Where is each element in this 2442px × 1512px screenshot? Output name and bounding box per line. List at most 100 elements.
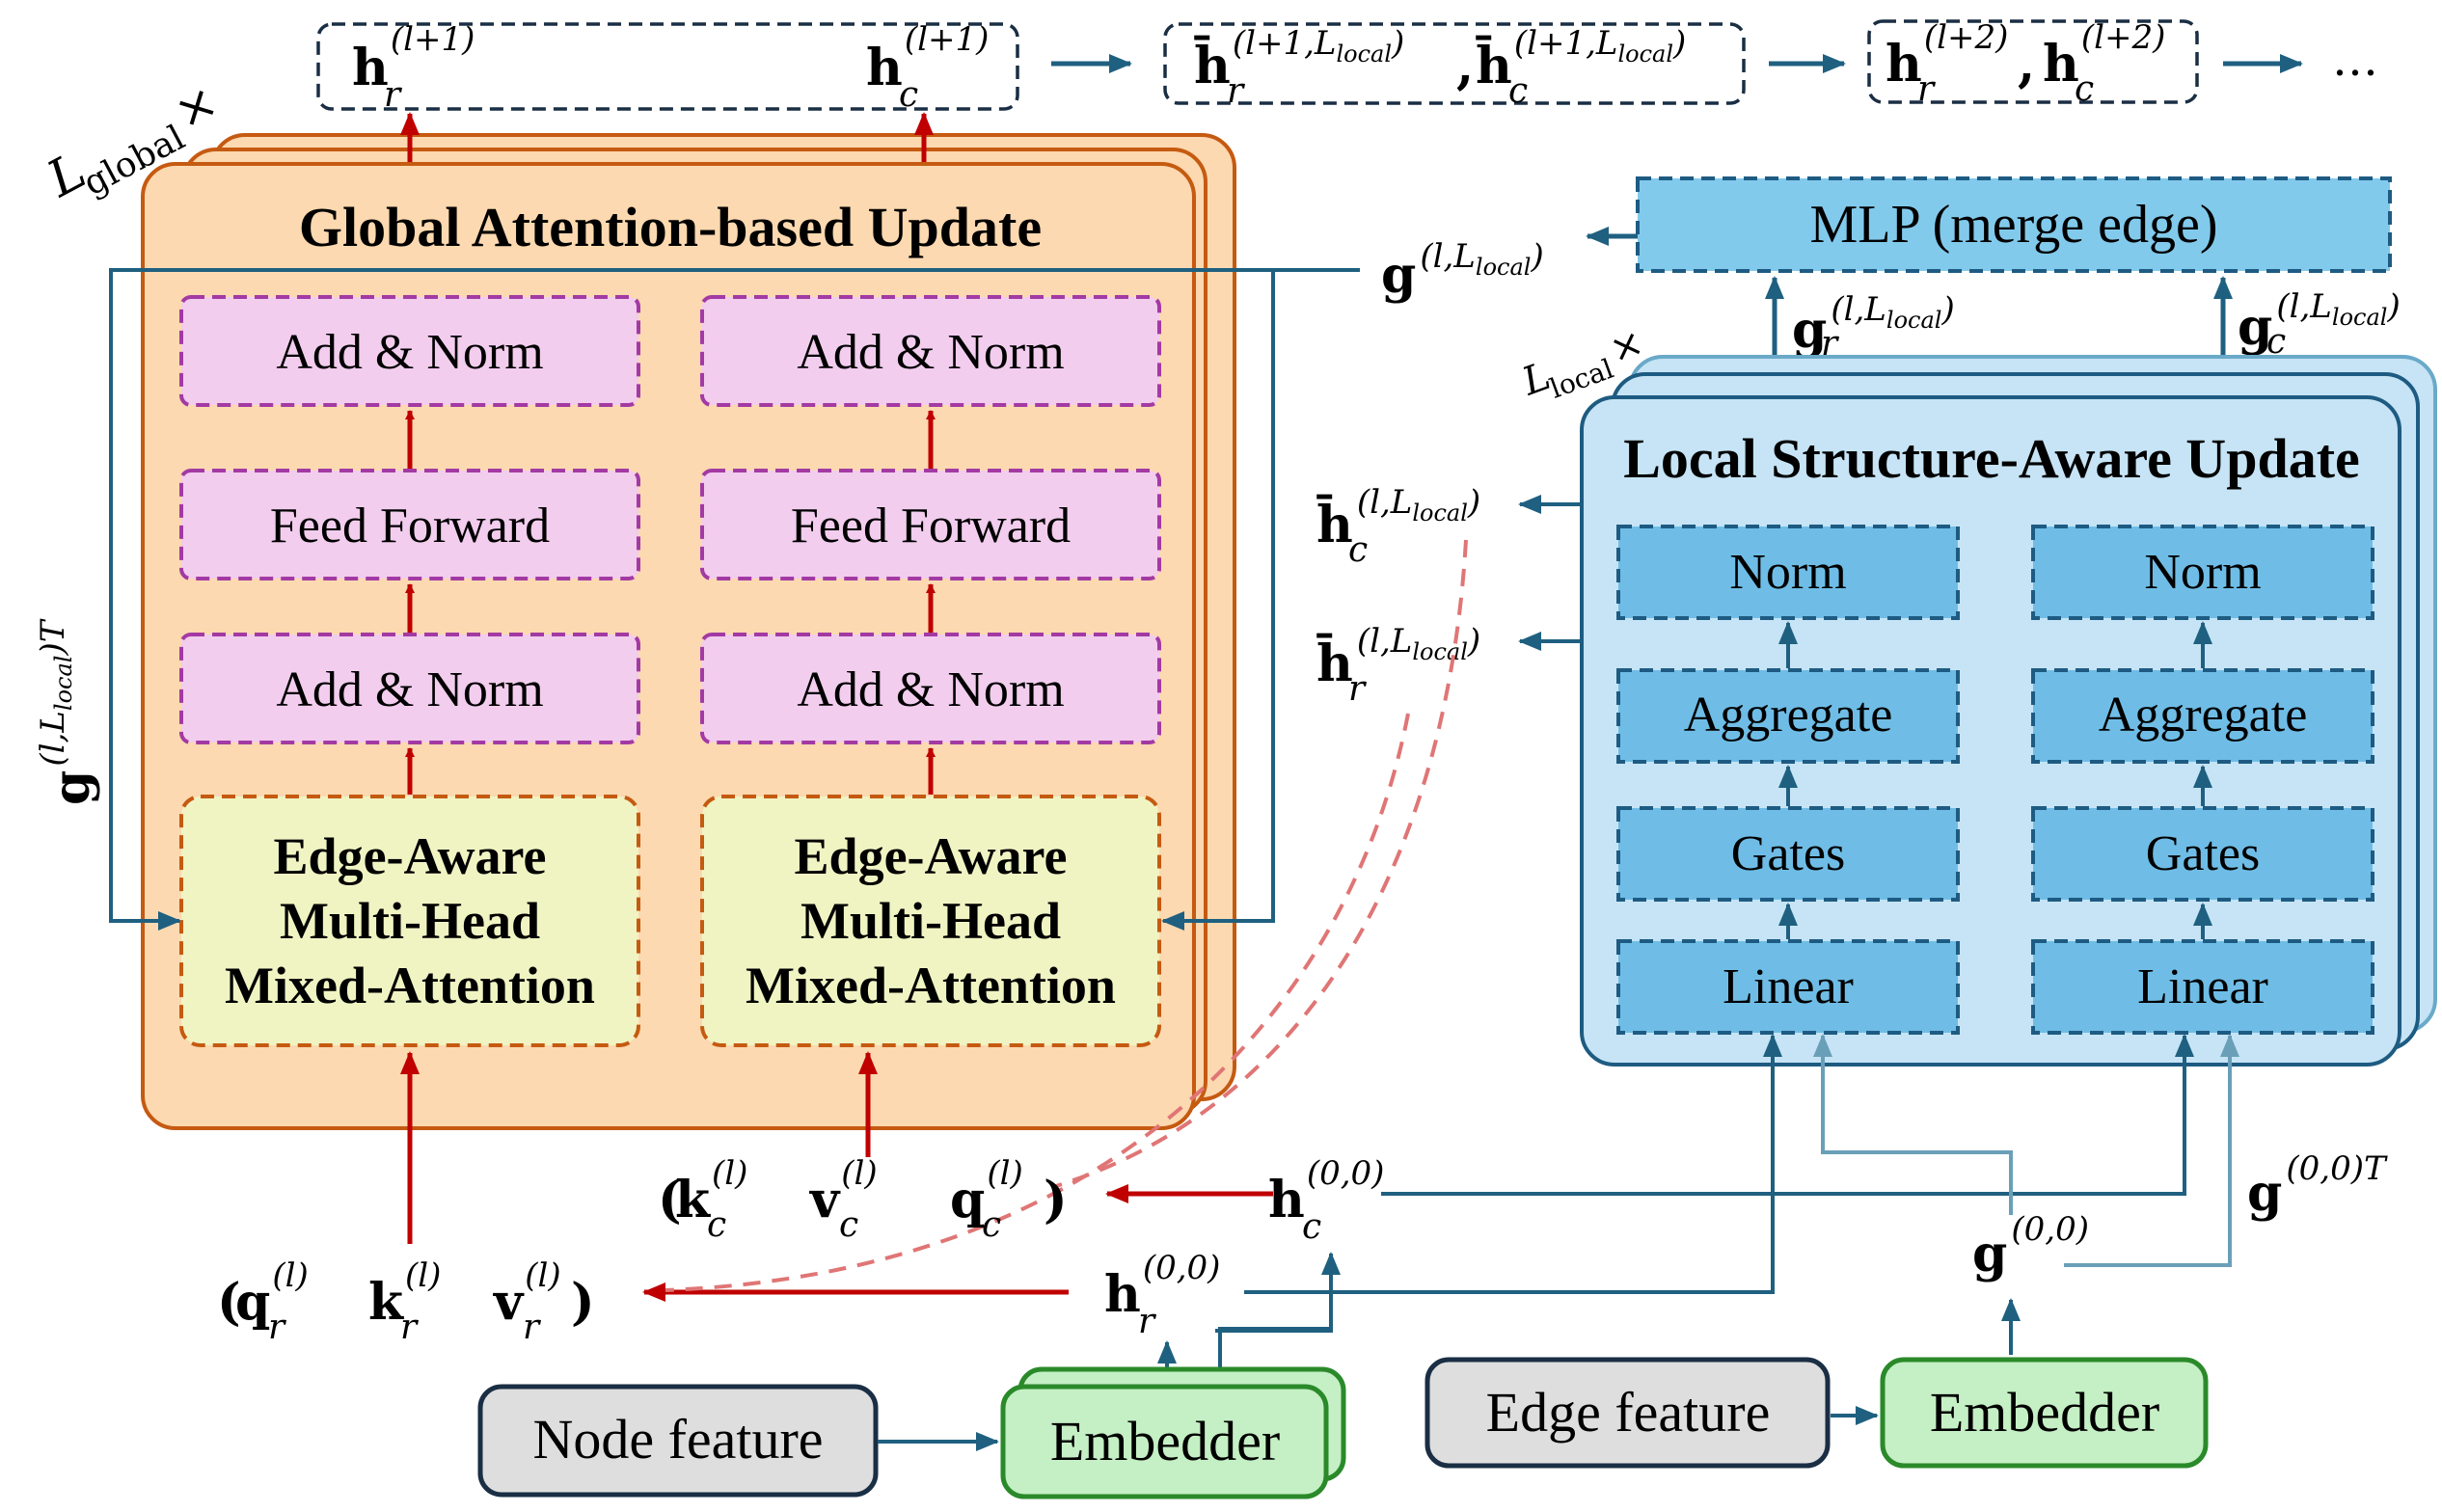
next-h-box — [316, 22, 1019, 111]
left-attention-line2: Multi-Head — [280, 892, 540, 950]
tuples: ( k(l) c v(l) c q(l) c ) ( q(l) r k(l) r… — [217, 1149, 2388, 1347]
node-feature-box — [477, 1384, 879, 1498]
right-attention-line2: Multi-Head — [800, 892, 1061, 950]
right-add-norm-top: Add & Norm — [797, 325, 1064, 380]
hbar-r-dashed-curve — [665, 713, 1410, 1292]
local-right-gates: Gates — [2146, 826, 2260, 881]
local-left-aggregate: Aggregate — [1684, 688, 1893, 742]
g0-label: g(0,0) — [1972, 1210, 2089, 1283]
h-next2-comma: , — [2018, 35, 2035, 94]
hbar-c-next-sub: c — [1508, 71, 1528, 111]
c-tuple-close: ) — [1044, 1171, 1068, 1229]
left-attention-line1: Edge-Aware — [274, 827, 547, 885]
g-c-sub: c — [2266, 322, 2286, 362]
local-left-norm: Norm — [1729, 545, 1846, 600]
hbar-r-sub: r — [1348, 669, 1367, 709]
h-c0-label: h(0,0) — [1268, 1154, 1384, 1229]
local-left-gates-box — [1616, 806, 1960, 902]
local-right-aggregate: Aggregate — [2099, 688, 2308, 742]
ellipsis: … — [2332, 33, 2378, 87]
h-r0-label: h(0,0) — [1104, 1249, 1220, 1324]
node-embedder-box — [1000, 1384, 1329, 1499]
mlp-label: MLP (merge edge) — [1810, 195, 2218, 255]
edge-embedder-label: Embedder — [1930, 1381, 2159, 1444]
local-right-norm: Norm — [2144, 545, 2261, 600]
node-feature-label: Node feature — [532, 1408, 823, 1471]
local-left-norm-box — [1616, 525, 1960, 620]
v-r-sub: r — [523, 1308, 541, 1347]
r-tuple-close: ) — [571, 1273, 595, 1332]
left-feed-forward-box — [179, 469, 640, 580]
local-right-norm-box — [2031, 525, 2374, 620]
q-r-label: q(l) — [235, 1256, 309, 1332]
h-r-next2: h(l+2) — [1886, 18, 2008, 94]
v-c-sub: c — [839, 1205, 858, 1245]
left-attention-line3: Mixed-Attention — [225, 957, 595, 1014]
right-attention-line1: Edge-Aware — [795, 827, 1068, 885]
g0T-label: g(0,0)T — [2247, 1149, 2388, 1223]
right-feed-forward-box — [700, 469, 1161, 580]
top-output-row: … h(l+1) r h(l+1) c h̄(l+1,Llocal) r , h… — [316, 18, 2378, 115]
local-right-aggregate-box — [2031, 668, 2374, 764]
hbar-r-next-sub: r — [1227, 71, 1245, 111]
g-transpose-sup: (l,L — [34, 711, 72, 767]
next2-h-box — [1867, 19, 2199, 104]
h-r-next-sub: r — [384, 75, 402, 115]
hr0-to-local-left — [1244, 1034, 1782, 1294]
g-merge: g(l,Llocal) — [1381, 237, 1544, 305]
r-tuple-open: ( — [217, 1273, 241, 1332]
hbar-r-label: h̄(l,Llocal) — [1316, 622, 1480, 693]
global-block: Global Attention-based Update L global ×… — [38, 72, 1360, 1302]
hbar-comma: , — [1456, 37, 1474, 95]
g-transpose-label: g(l,Llocal)T — [34, 618, 101, 805]
left-add-norm-top: Add & Norm — [276, 325, 543, 380]
hbar-c-sub: c — [1348, 530, 1368, 570]
left-attention-box — [179, 795, 640, 1047]
local-right-gates-box — [2031, 806, 2374, 902]
k-r-sub: r — [400, 1308, 419, 1347]
h-r-next: h(l+1) — [352, 20, 475, 97]
input-boxes: Node feature Embedder Edge feature Embed… — [477, 1357, 2209, 1499]
v-r-label: v(l) — [493, 1256, 561, 1332]
g0-to-local-left — [1813, 1034, 2013, 1215]
embed-branch-line — [1218, 1327, 1331, 1381]
local-left-linear-box — [1616, 939, 1960, 1035]
g-r-sub: r — [1821, 324, 1839, 364]
g-feedback-right-line — [1161, 270, 1275, 931]
next-hbar-box — [1163, 22, 1746, 105]
local-right-linear-box — [2031, 939, 2374, 1035]
g-c-label: g(l,Llocal) — [2238, 287, 2401, 357]
global-block-title: Global Attention-based Update — [299, 196, 1042, 258]
right-add-norm-bottom-box — [700, 633, 1161, 744]
right-add-norm-bottom: Add & Norm — [797, 662, 1064, 717]
edge-feature-label: Edge feature — [1486, 1381, 1771, 1444]
h-c-next-sub: c — [899, 75, 918, 115]
h-c-next2-sub: c — [2075, 69, 2094, 109]
c-tuple-open: ( — [658, 1171, 682, 1229]
hbar-r-next: h̄(l+1,Llocal) — [1193, 24, 1404, 95]
g-transpose-base: g — [42, 770, 101, 805]
left-add-norm-top-box — [179, 295, 640, 407]
hc0-to-local-right — [1381, 1034, 2194, 1196]
h-c-next: h(l+1) — [866, 20, 989, 97]
edge-embedder-box — [1880, 1357, 2209, 1469]
right-feed-forward: Feed Forward — [791, 499, 1071, 554]
local-right-linear: Linear — [2137, 959, 2268, 1014]
k-r-label: k(l) — [368, 1256, 441, 1332]
g-feedback-left-line — [109, 268, 1360, 931]
g-r-label: g(l,Llocal) — [1792, 290, 1955, 360]
local-block: Local Structure-Aware Update L local × N… — [1316, 320, 2437, 1066]
mlp-group: MLP (merge edge) g(l,Llocal) g(l,Llocal)… — [1381, 176, 2401, 366]
right-attention-line3: Mixed-Attention — [746, 957, 1116, 1014]
q-r-sub: r — [268, 1308, 286, 1347]
hbar-c-dashed-curve — [1055, 539, 1468, 1188]
local-block-title: Local Structure-Aware Update — [1623, 427, 2360, 490]
node-embedder-label: Embedder — [1050, 1410, 1280, 1472]
g-transpose-supsub: local — [50, 656, 77, 712]
q-c-label: q(l) — [950, 1154, 1023, 1229]
left-add-norm-bottom-box — [179, 633, 640, 744]
k-c-label: k(l) — [675, 1154, 747, 1229]
k-c-sub: c — [707, 1205, 726, 1245]
